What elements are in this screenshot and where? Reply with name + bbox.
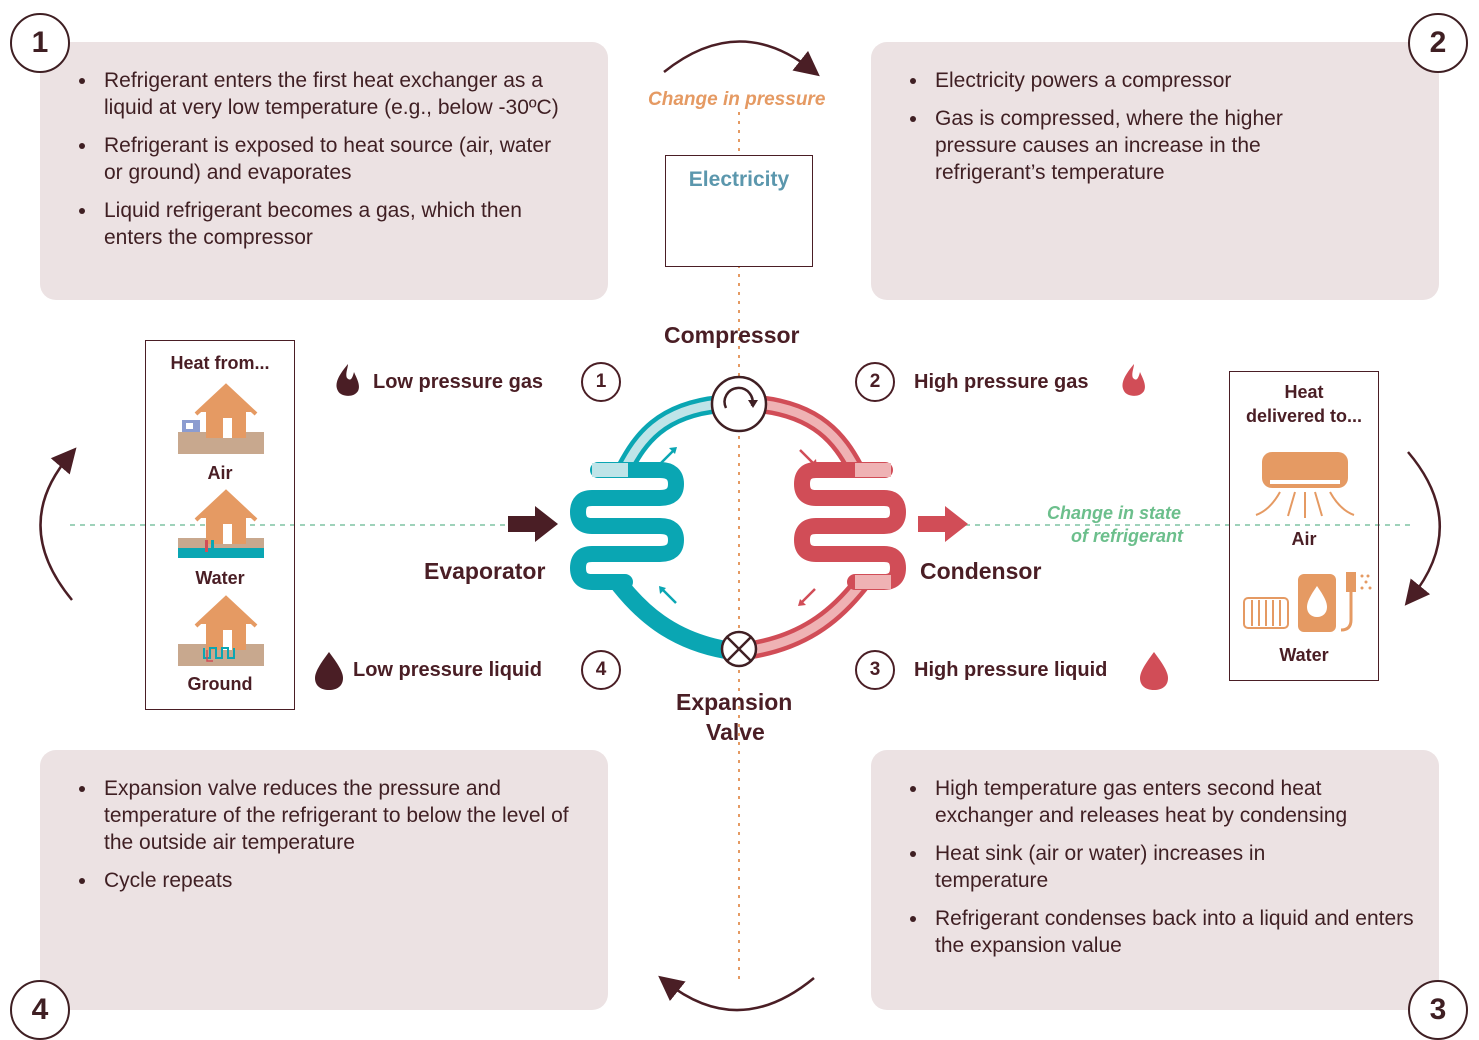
heat-from-title: Heat from... bbox=[170, 353, 270, 373]
step-1-bullet: Refrigerant enters the first heat exchan… bbox=[79, 67, 584, 121]
step-3-bullet: High temperature gas enters second heat … bbox=[910, 775, 1415, 829]
expansion-valve-label-line1: Expansion bbox=[676, 689, 793, 715]
drop-icon-low-liquid bbox=[315, 652, 343, 690]
heat-delivered-title-line1: Heat bbox=[1284, 382, 1324, 402]
left-cycle-arrow bbox=[39, 447, 77, 601]
evaporator-label: Evaporator bbox=[424, 558, 546, 584]
heat-sink-air: Air bbox=[1291, 529, 1317, 549]
bottom-cycle-arrow bbox=[658, 975, 815, 1012]
heat-delivered-box: Heat delivered to... Air Water bbox=[1229, 371, 1379, 681]
heat-sink-water: Water bbox=[1279, 645, 1329, 665]
evaporator-coil bbox=[569, 462, 685, 590]
step-4-bullet: Cycle repeats bbox=[79, 867, 574, 894]
change-in-state-label-line1: Change in state bbox=[1047, 503, 1182, 523]
condensor-label: Condensor bbox=[920, 558, 1042, 584]
house-water-icon bbox=[178, 489, 264, 558]
corner-number-2: 2 bbox=[1408, 13, 1468, 73]
state-1-label: Low pressure gas bbox=[373, 371, 544, 393]
flame-icon-high-gas bbox=[1122, 364, 1145, 396]
step-1-bullet: Liquid refrigerant becomes a gas, which … bbox=[79, 197, 564, 251]
step-4-bullet: Expansion valve reduces the pressure and… bbox=[79, 775, 574, 856]
electricity-label: Electricity bbox=[688, 168, 790, 191]
panel-step-2: Electricity powers a compressor Gas is c… bbox=[871, 42, 1439, 300]
radiator-icon bbox=[1243, 597, 1289, 629]
change-in-pressure-label: Change in pressure bbox=[648, 89, 826, 110]
water-heater-icon bbox=[1298, 574, 1336, 632]
flow-arrows bbox=[659, 447, 817, 606]
corner-number-4: 4 bbox=[10, 980, 70, 1040]
step-3-bullet: Refrigerant condenses back into a liquid… bbox=[910, 907, 1414, 957]
state-4-label: Low pressure liquid bbox=[353, 659, 542, 681]
heat-source-air: Air bbox=[207, 463, 233, 483]
state-3-label: High pressure liquid bbox=[914, 659, 1108, 681]
house-ground-icon bbox=[178, 595, 264, 666]
air-conditioner-icon bbox=[1255, 452, 1355, 518]
electricity-box: Electricity bbox=[665, 155, 813, 267]
condensor-coil bbox=[793, 462, 907, 590]
compressor-symbol bbox=[710, 375, 768, 433]
expansion-valve-label-line2: Valve bbox=[706, 719, 765, 745]
state-3-number: 3 bbox=[855, 650, 895, 690]
step-1-bullet: Refrigerant is exposed to heat source (a… bbox=[79, 132, 574, 186]
drop-icon-high-liquid bbox=[1140, 652, 1168, 690]
panel-step-3: High temperature gas enters second heat … bbox=[871, 750, 1439, 1010]
flame-icon-low-gas bbox=[336, 364, 359, 396]
state-2-number: 2 bbox=[855, 362, 895, 402]
corner-number-1: 1 bbox=[10, 13, 70, 73]
refrigerant-loop bbox=[611, 395, 869, 659]
step-2-bullet: Gas is compressed, where the higher pres… bbox=[910, 105, 1355, 186]
shower-icon bbox=[1340, 572, 1372, 632]
panel-step-1: Refrigerant enters the first heat exchan… bbox=[40, 42, 608, 300]
condensor-output-arrow bbox=[918, 506, 968, 542]
compressor-label: Compressor bbox=[664, 322, 800, 348]
corner-number-3: 3 bbox=[1408, 980, 1468, 1040]
state-4-number: 4 bbox=[581, 650, 621, 690]
top-cycle-arrow bbox=[663, 40, 820, 77]
heat-from-box: Heat from... Air Water Ground bbox=[145, 340, 295, 710]
house-air-icon bbox=[178, 383, 264, 454]
state-1-number: 1 bbox=[581, 362, 621, 402]
change-in-state-label-line2: of refrigerant bbox=[1071, 526, 1184, 546]
step-2-bullet: Electricity powers a compressor bbox=[910, 67, 1395, 94]
heat-delivered-title-line2: delivered to... bbox=[1245, 406, 1363, 426]
state-2-label: High pressure gas bbox=[914, 371, 1089, 393]
step-3-bullet: Heat sink (air or water) increases in te… bbox=[910, 840, 1355, 894]
panel-step-4: Expansion valve reduces the pressure and… bbox=[40, 750, 608, 1010]
right-cycle-arrow bbox=[1404, 451, 1441, 606]
expansion-valve-symbol bbox=[720, 630, 758, 668]
heat-source-ground: Ground bbox=[187, 674, 253, 694]
evaporator-input-arrow bbox=[508, 506, 558, 542]
heat-source-water: Water bbox=[195, 568, 245, 588]
